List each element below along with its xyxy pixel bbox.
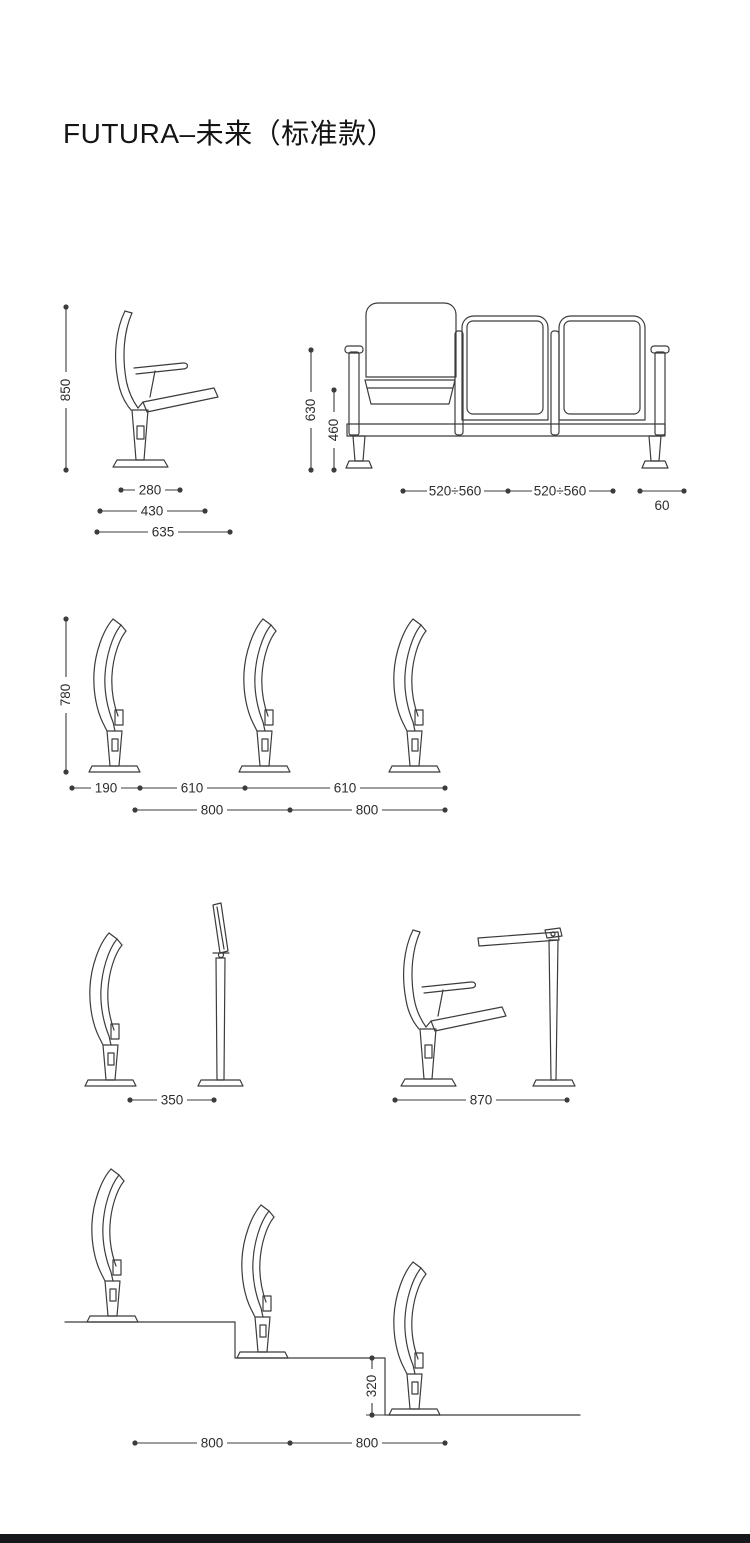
tablet-arm-drawing — [477, 927, 576, 1087]
dim-seat-pitch: 520÷560 520÷560 — [400, 484, 616, 499]
dim-label-800-4: 800 — [356, 1436, 379, 1451]
tablet-board — [477, 931, 560, 947]
left-armrest-post — [348, 351, 360, 436]
dim-label-800-2: 800 — [356, 803, 379, 818]
seat3-panel — [558, 315, 646, 421]
dim-end-offset: 60 — [637, 488, 687, 513]
dim-closed-depth: 350 — [127, 1093, 217, 1108]
stanchion — [454, 330, 464, 436]
stand-base — [197, 1079, 244, 1087]
dim-label-610-2: 610 — [334, 781, 357, 796]
dim-label-870: 870 — [470, 1093, 493, 1108]
dim-mid-width: 430 — [97, 504, 208, 519]
dim-row-pitches: 800 800 — [132, 803, 448, 818]
depth-view: 350 870 — [84, 902, 576, 1108]
dim-label-pitch-2: 520÷560 — [534, 484, 586, 499]
stand-tablet-folded — [212, 902, 229, 954]
stair-profile — [64, 1321, 581, 1416]
dim-row-clearances: 190 610 610 — [69, 781, 448, 796]
side-view: 850 280 430 635 — [58, 304, 233, 540]
seat2-inner — [466, 320, 544, 415]
right-armrest-pad — [650, 345, 670, 354]
folded-chair — [86, 1168, 139, 1323]
front-view: 630 460 520÷560 520÷560 60 — [303, 302, 687, 513]
seat1-backrest — [365, 302, 457, 378]
left-leg — [352, 435, 366, 462]
dim-label-320: 320 — [364, 1375, 379, 1398]
dim-label-800-1: 800 — [201, 803, 224, 818]
right-leg — [648, 435, 662, 462]
dim-tablet-height: 460 — [326, 387, 342, 473]
dim-seat-width: 280 — [118, 483, 183, 498]
open-chair — [400, 929, 507, 1087]
beam — [346, 423, 666, 437]
seat2-panel — [461, 315, 549, 421]
dim-label-610-1: 610 — [181, 781, 204, 796]
folded-chair — [84, 932, 137, 1087]
tablet-pivot — [550, 931, 556, 937]
tablet-clamp — [544, 927, 563, 939]
dim-label-460: 460 — [326, 419, 341, 442]
folded-chair — [88, 618, 141, 773]
right-armrest-post — [654, 351, 666, 436]
dim-label-630: 630 — [303, 399, 318, 422]
tablet-post — [548, 939, 559, 1081]
stanchion — [550, 330, 560, 436]
dim-label-280: 280 — [139, 483, 162, 498]
dim-label-190: 190 — [95, 781, 118, 796]
folded-chair — [236, 1204, 289, 1359]
dim-label-780: 780 — [58, 684, 73, 707]
dim-stair-pitches: 800 800 — [132, 1436, 448, 1451]
front-row-drawing — [344, 302, 670, 469]
dim-open-depth: 870 — [392, 1093, 570, 1108]
page-title: FUTURA–未来（标准款） — [63, 118, 396, 149]
dim-label-pitch-1: 520÷560 — [429, 484, 481, 499]
folded-row-view: 780 190 610 610 800 800 — [58, 616, 448, 818]
open-chair-with-tablet — [400, 927, 576, 1087]
folded-chair — [388, 1261, 441, 1416]
dim-total-depth: 635 — [94, 525, 233, 540]
stand-post — [215, 957, 226, 1081]
tablet-stand-drawing — [197, 902, 244, 1087]
folded-chair — [238, 618, 291, 773]
dim-label-430: 430 — [141, 504, 164, 519]
tablet-post-base — [532, 1079, 576, 1087]
stand-tablet-inner — [216, 906, 225, 950]
dim-side-height: 850 — [58, 304, 74, 473]
dim-label-850: 850 — [58, 379, 73, 402]
dim-label-350: 350 — [161, 1093, 184, 1108]
bottom-divider-bar — [0, 1534, 750, 1543]
dim-label-60: 60 — [654, 498, 669, 513]
left-foot — [345, 460, 373, 469]
dim-label-800-3: 800 — [201, 1436, 224, 1451]
seat1-tablet — [364, 379, 456, 405]
stair-view: 320 800 800 — [64, 1168, 581, 1451]
right-foot — [641, 460, 669, 469]
dim-label-635: 635 — [152, 525, 175, 540]
dim-riser: 320 — [364, 1355, 386, 1418]
dim-back-height: 630 — [303, 347, 319, 473]
folded-chair — [388, 618, 441, 773]
left-armrest-pad — [344, 345, 364, 354]
dim-folded-height: 780 — [58, 616, 74, 775]
seat3-inner — [563, 320, 641, 415]
open-chair — [112, 310, 219, 468]
